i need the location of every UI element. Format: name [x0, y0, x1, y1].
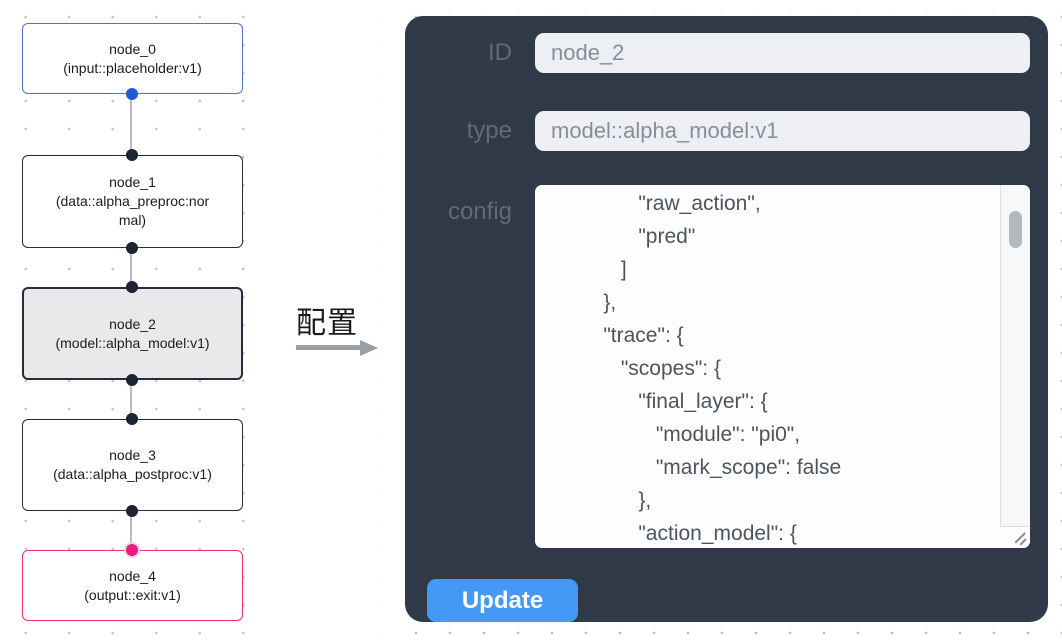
- node-title: node_0: [109, 40, 156, 57]
- type-input[interactable]: [535, 111, 1030, 151]
- config-transfer-label: 配置: [296, 307, 358, 340]
- node-type-label: (data::alpha_preproc:normal): [55, 193, 210, 228]
- node-type-label: (model::alpha_model:v1): [55, 334, 210, 351]
- node3-target-handle[interactable]: [126, 413, 138, 425]
- flow-node-node0[interactable]: node_0 (input::placeholder:v1): [22, 23, 243, 94]
- node-title: node_2: [109, 315, 156, 332]
- node-title: node_1: [109, 174, 156, 190]
- flow-node-node4[interactable]: node_4 (output::exit:v1): [22, 550, 243, 621]
- resize-handle-icon[interactable]: [1000, 526, 1030, 548]
- flow-node-node1[interactable]: node_1 (data::alpha_preproc:normal): [22, 155, 243, 248]
- node0-source-handle[interactable]: [126, 88, 138, 100]
- node2-source-handle[interactable]: [126, 374, 138, 386]
- id-input[interactable]: [535, 33, 1030, 73]
- edge-node3-node4: [130, 511, 132, 550]
- node2-target-handle[interactable]: [126, 281, 138, 293]
- node-type-label: (input::placeholder:v1): [63, 59, 202, 76]
- config-field-label: config: [447, 198, 512, 225]
- update-button[interactable]: Update: [427, 579, 578, 622]
- node-title: node_3: [109, 447, 156, 463]
- node1-target-handle[interactable]: [126, 149, 138, 161]
- edge-node2-node3: [130, 380, 132, 419]
- node-type-label: (data::alpha_postproc:v1): [53, 466, 212, 482]
- node-title: node_4: [109, 567, 156, 584]
- config-scrollbar-thumb[interactable]: [1009, 211, 1022, 248]
- node-type-label: (output::exit:v1): [84, 586, 181, 603]
- node1-source-handle[interactable]: [126, 242, 138, 254]
- config-json-text[interactable]: "raw_action", "pred" ] }, "trace": { "sc…: [603, 192, 842, 545]
- flow-node-node2-selected[interactable]: node_2 (model::alpha_model:v1): [22, 287, 243, 380]
- id-field-label: ID: [488, 39, 512, 66]
- right-arrow-icon: [296, 340, 380, 356]
- type-field-label: type: [466, 117, 512, 144]
- node4-target-handle[interactable]: [126, 544, 138, 556]
- edge-node0-node1: [130, 94, 132, 155]
- config-textarea[interactable]: "raw_action", "pred" ] }, "trace": { "sc…: [535, 185, 1030, 548]
- config-scrollbar-track[interactable]: [1000, 185, 1030, 548]
- flow-node-node3[interactable]: node_3 (data::alpha_postproc:v1): [22, 419, 243, 511]
- node3-source-handle[interactable]: [126, 505, 138, 517]
- node-config-panel: ID type config "raw_action", "pred" ] },…: [405, 16, 1048, 622]
- edge-node1-node2: [130, 248, 132, 287]
